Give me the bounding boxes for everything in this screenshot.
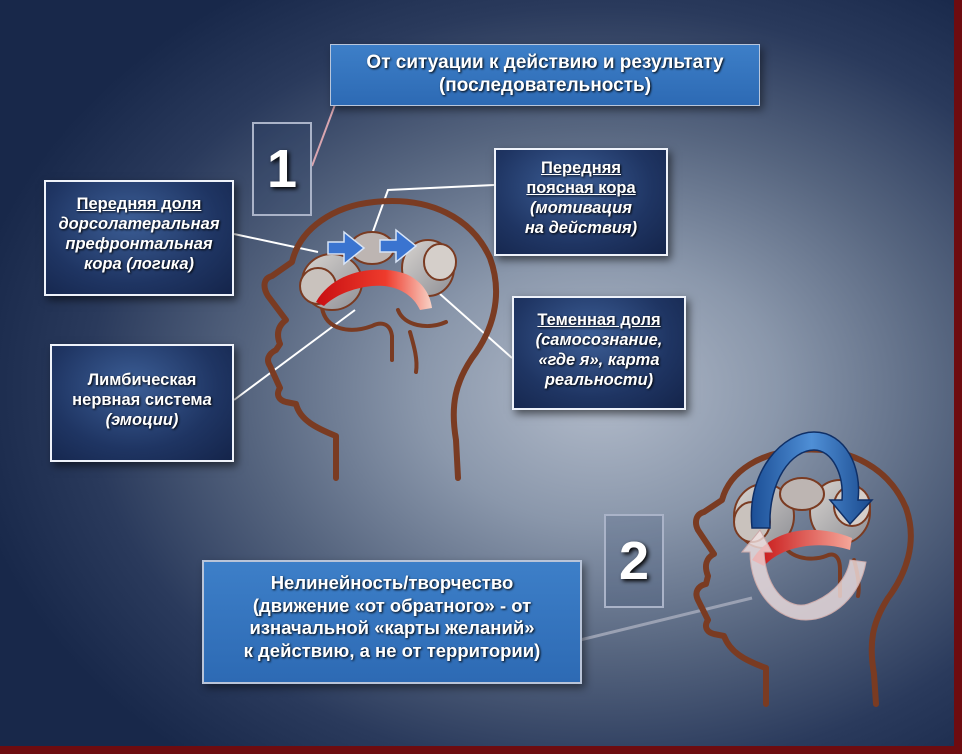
number-label-1: 1	[266, 139, 298, 199]
limbic-title-2-text: нервная систем	[72, 391, 203, 410]
head-1	[261, 198, 500, 481]
head-1-inner	[320, 306, 448, 374]
limbic-title-1: Лимбическая	[87, 371, 197, 389]
sequence-line-2: (последовательность)	[438, 75, 652, 97]
nonlinear-line-2: (движение «от обратного» - от	[252, 594, 532, 616]
sequence-line-1: От ситуации к действию и результату	[366, 52, 724, 73]
limbic-desc: (эмоции)	[105, 411, 179, 430]
limbic-box: Лимбическая нервная система (эмоции)	[50, 344, 234, 462]
number-box-1	[252, 122, 312, 216]
frontal-lobe-desc-2: префронтальная	[65, 235, 213, 254]
limbic-title-suffix: а	[202, 391, 212, 410]
connector-nonlinear	[579, 596, 753, 642]
cingulate-title-1: Передняя	[541, 159, 621, 177]
blue-circular-arrow	[750, 431, 874, 529]
cingulate-title-2: поясная кора	[526, 179, 636, 198]
nonlinear-line-4: к действию, а не от территории)	[243, 639, 541, 661]
parietal-box: Теменная доля (самосознание, «где я», ка…	[512, 296, 686, 410]
cingulate-desc-1: (мотивация	[530, 199, 632, 218]
frontal-lobe-desc-3: кора (логика)	[83, 255, 195, 274]
connector-parietal	[439, 293, 513, 359]
parietal-desc-3: реальности)	[544, 371, 654, 390]
red-arc-2	[752, 529, 852, 566]
nonlinear-box: Нелинейность/творчество (движение «от об…	[202, 560, 582, 684]
head-2	[693, 446, 914, 707]
nonlinear-line-1: Нелинейность/творчество	[270, 572, 514, 593]
white-circular-arrow	[740, 529, 867, 621]
number-box-2	[604, 514, 664, 608]
connector-frontal	[233, 233, 319, 253]
blue-arrow-2	[379, 228, 418, 264]
parietal-desc-1: (самосознание,	[535, 331, 663, 350]
frontal-lobe-desc-1: дорсолатеральная	[58, 215, 220, 234]
parietal-desc-2: «где я», карта	[538, 351, 660, 370]
frontal-lobe-box: Передняя доля дорсолатеральная префронта…	[44, 180, 234, 296]
number-label-2: 2	[618, 531, 650, 591]
limbic-title-2: нервная система	[52, 390, 232, 410]
cingulate-desc-2: на действия)	[524, 219, 638, 238]
sequence-box: От ситуации к действию и результату (пос…	[330, 44, 760, 106]
red-arc-1	[316, 269, 432, 310]
nonlinear-line-3: изначальной «карты желаний»	[249, 617, 535, 639]
connector-sequence	[311, 101, 337, 167]
connector-limbic	[233, 309, 356, 401]
blue-arrow-1	[327, 230, 366, 266]
parietal-title: Теменная доля	[537, 311, 661, 329]
frontal-lobe-title: Передняя доля	[76, 195, 202, 213]
cingulate-box: Передняя поясная кора (мотивация на дейс…	[494, 148, 668, 256]
